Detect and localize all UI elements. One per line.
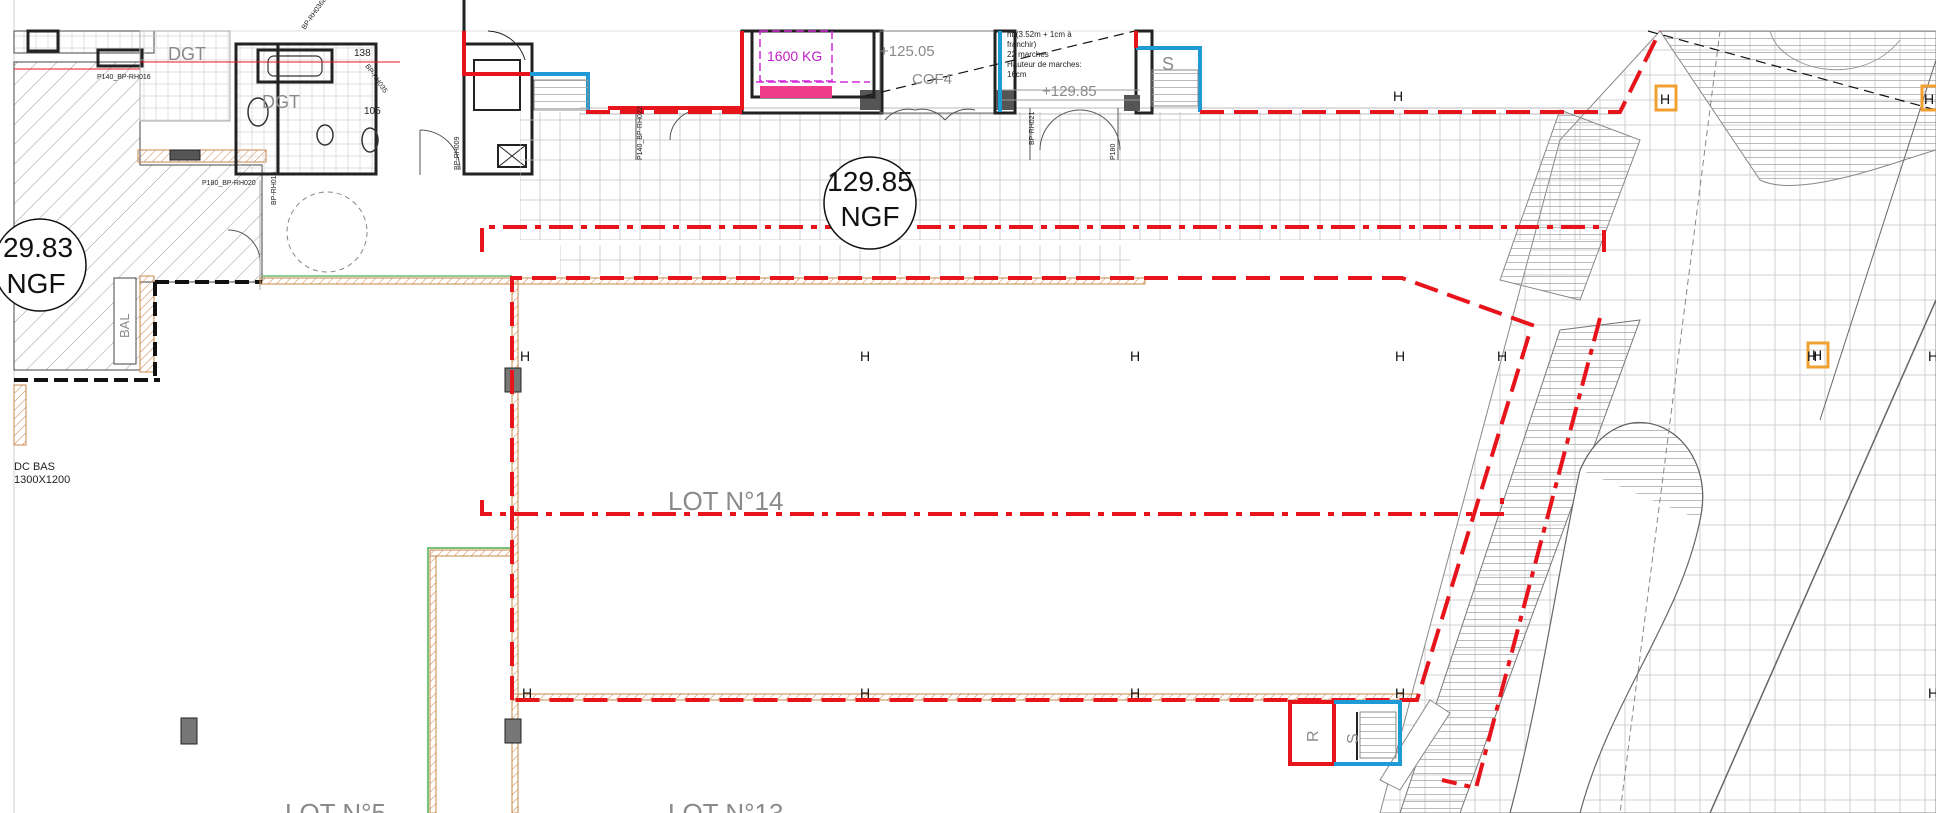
lift-shaft — [750, 29, 876, 99]
svg-text:H: H — [860, 685, 870, 701]
svg-text:H: H — [1393, 88, 1403, 104]
dgt-label-1: DGT — [168, 44, 206, 64]
cofa-label: COF4 — [912, 71, 952, 88]
ngf-level-circle-left — [0, 218, 87, 312]
level-125: +125.05 — [880, 43, 935, 60]
dgt-label-2: DGT — [262, 92, 300, 112]
stair-r-bottom: R — [1305, 730, 1322, 742]
svg-text:H: H — [1497, 348, 1507, 364]
ngf-level-circle-center — [823, 156, 917, 250]
stair-core-bottom — [1288, 700, 1402, 766]
svg-text:H: H — [520, 348, 530, 364]
level-markers-orange — [1654, 84, 1936, 369]
dim-105: 105 — [364, 106, 381, 117]
svg-text:H: H — [1928, 348, 1936, 364]
stair-note-line-4: Hauteur de marches: — [1007, 60, 1082, 69]
lot-label-bottom-mid: LOT N°13 — [668, 798, 783, 813]
stair-core-top — [462, 31, 1202, 112]
stair-note-line-1: ht (3.52m + 1cm à — [1007, 30, 1072, 39]
door-tag-rh022: P140_BP-RH022 — [637, 106, 644, 160]
dc-bas-dims: 1300X1200 — [14, 474, 70, 486]
dim-138: 138 — [354, 48, 371, 59]
door-tag-rh021: BP-RH021 — [1029, 111, 1036, 145]
svg-text:H: H — [1660, 91, 1670, 107]
level-129: +129.85 — [1042, 83, 1097, 100]
dc-bas-label: DC BAS — [14, 461, 55, 473]
ngf-level-value-left: 29.83 — [3, 232, 73, 263]
door-tag-rh009: BP-RH009 — [454, 136, 461, 170]
svg-text:H: H — [522, 685, 532, 701]
svg-text:H: H — [1130, 685, 1140, 701]
stair-note-line-2: franchir) — [1007, 40, 1037, 49]
top-left-sanitary-block — [13, 0, 534, 290]
svg-text:H: H — [1395, 348, 1405, 364]
lot-boundary-lines — [480, 30, 1662, 791]
ngf-unit-center: NGF — [840, 201, 899, 232]
lot-label-bottom-left: LOT N°5 — [285, 798, 386, 813]
stair-s-top: S — [1162, 54, 1174, 74]
stair-note-line-3: 22 marches — [1007, 50, 1049, 59]
corridor-tiles-lower — [560, 245, 1130, 275]
svg-text:H: H — [1812, 347, 1822, 363]
bal-label: BAL — [117, 313, 132, 338]
door-tag-p140-rh016: P140_BP-RH016 — [97, 74, 151, 81]
stair-s-bottom: S — [1345, 733, 1362, 744]
svg-text:H: H — [1395, 685, 1405, 701]
svg-text:H: H — [1130, 348, 1140, 364]
ngf-unit-left: NGF — [6, 268, 65, 299]
svg-text:H: H — [860, 348, 870, 364]
lift-load-label: 1600 KG — [767, 48, 822, 64]
door-tag-p180-rh020: P180_BP-RH020 — [202, 180, 256, 187]
door-tag-rh014: BP-RH014 — [271, 171, 278, 205]
corridor-tiles — [520, 112, 1600, 240]
ngf-level-value-center: 129.85 — [827, 166, 913, 197]
grid-column-markers: H H H H H H H H H H H H H H H H — [520, 88, 1936, 701]
svg-text:H: H — [1928, 685, 1936, 701]
stair-note-line-5: 16cm — [1007, 70, 1027, 79]
door-tag-p180: P180 — [1110, 144, 1117, 160]
svg-text:H: H — [1807, 348, 1817, 364]
svg-text:H: H — [1924, 91, 1934, 107]
lot-label-main: LOT N°14 — [668, 486, 783, 516]
